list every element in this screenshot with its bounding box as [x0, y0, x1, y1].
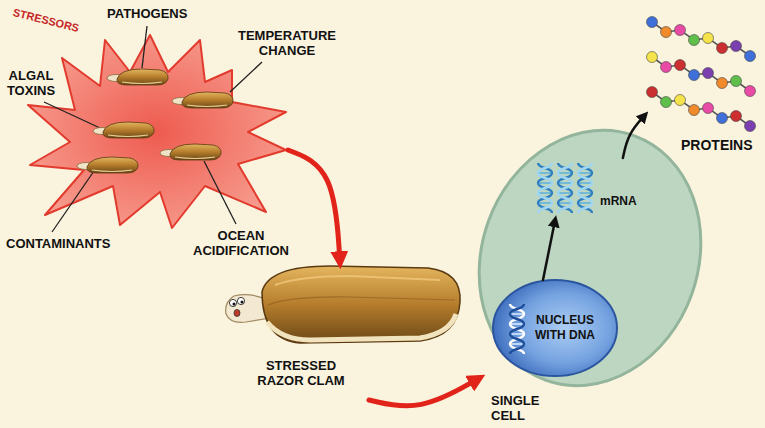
stressor-label: OCEAN ACIDIFICATION	[190, 228, 292, 258]
stressor-burst: STRESSORS	[25, 32, 288, 238]
stressor-label: TEMPERATURE CHANGE	[234, 28, 340, 58]
stressor-label: CONTAMINANTS	[6, 236, 110, 251]
single-cell: SINGLE CELL NUCLEUS WITH DNA mRNA	[479, 128, 701, 426]
mrna-strands: mRNA	[535, 158, 641, 220]
node-label: STRESSED RAZOR CLAM	[255, 358, 347, 388]
node-art	[28, 26, 286, 232]
node-label: PROTEINS	[681, 138, 753, 153]
node-art	[493, 280, 617, 376]
flow-arrow	[369, 378, 479, 406]
node-label: STRESSORS	[11, 5, 80, 36]
node-shape	[535, 158, 641, 220]
node-shape	[25, 32, 288, 238]
node-label: NUCLEUS WITH DNA	[531, 313, 599, 343]
flow-arrow	[288, 150, 340, 262]
nucleus: NUCLEUS WITH DNA	[493, 280, 617, 376]
stressor-label: PATHOGENS	[107, 6, 187, 21]
node-label: mRNA	[600, 194, 637, 209]
node-art	[226, 266, 460, 343]
protein-chains: PROTEINS	[645, 8, 760, 160]
node-label: SINGLE CELL	[491, 393, 551, 423]
stressor-label: ALGAL TOXINS	[4, 68, 58, 98]
node-art	[538, 163, 592, 213]
razor-clam: STRESSED RAZOR CLAM	[225, 262, 465, 400]
node-art	[647, 17, 756, 132]
